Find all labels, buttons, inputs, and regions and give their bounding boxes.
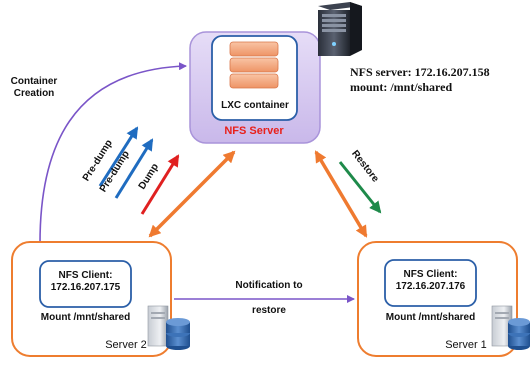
server2-node: [11, 241, 172, 357]
server1-storage-icon: [491, 305, 530, 350]
server1-client-ip: 172.16.207.176: [395, 281, 466, 292]
container-creation-label: Container Creation: [0, 76, 68, 100]
lxc-container-label: LXC container: [221, 100, 289, 111]
server1-client-text: NFS Client: 172.16.207.176: [385, 269, 476, 293]
server1-mount: Mount /mnt/shared: [385, 312, 476, 323]
server2-client-title: NFS Client:: [58, 270, 113, 281]
container-creation-line2: Creation: [13, 88, 55, 99]
container-creation-line1: Container: [10, 76, 58, 87]
nfs-server-mount: mount: /mnt/shared: [350, 80, 453, 94]
server1-title: Server 1: [445, 339, 487, 351]
pre-dump-arrow-2: [114, 138, 154, 199]
nfs-server-node: [189, 31, 321, 144]
server2-client-text: NFS Client: 172.16.207.175: [40, 270, 131, 294]
container-creation-arrow: [39, 62, 187, 244]
restore-arrow: [338, 161, 382, 214]
server1-nfs-link-arrow: [314, 150, 368, 238]
container-block-2: [229, 57, 279, 73]
server2-storage-icon: [147, 305, 190, 350]
nfs-server-tower-icon: [318, 2, 362, 56]
nfs-server-ip: NFS server: 172.16.207.158: [350, 65, 490, 79]
nfs-server-info: NFS server: 172.16.207.158 mount: /mnt/s…: [350, 65, 490, 95]
server2-nfs-link-arrow: [148, 150, 236, 238]
notification-line2: restore: [252, 305, 286, 316]
server1-node: [357, 241, 518, 357]
server2-mount: Mount /mnt/shared: [40, 312, 131, 323]
server2-client-ip: 172.16.207.175: [50, 282, 121, 293]
server2-title: Server 2: [105, 339, 147, 351]
container-block-1: [229, 41, 279, 57]
server1-client-box: [384, 259, 477, 307]
server2-client-box: [39, 260, 132, 308]
pre-dump-arrow-1: [98, 126, 139, 187]
notification-line1: Notification to: [235, 280, 303, 291]
notification-label: Notification to restore: [214, 280, 324, 317]
nfs-server-title: NFS Server: [224, 125, 284, 137]
dump-arrow: [140, 154, 180, 215]
container-block-3: [229, 73, 279, 89]
server1-client-title: NFS Client:: [403, 269, 458, 280]
